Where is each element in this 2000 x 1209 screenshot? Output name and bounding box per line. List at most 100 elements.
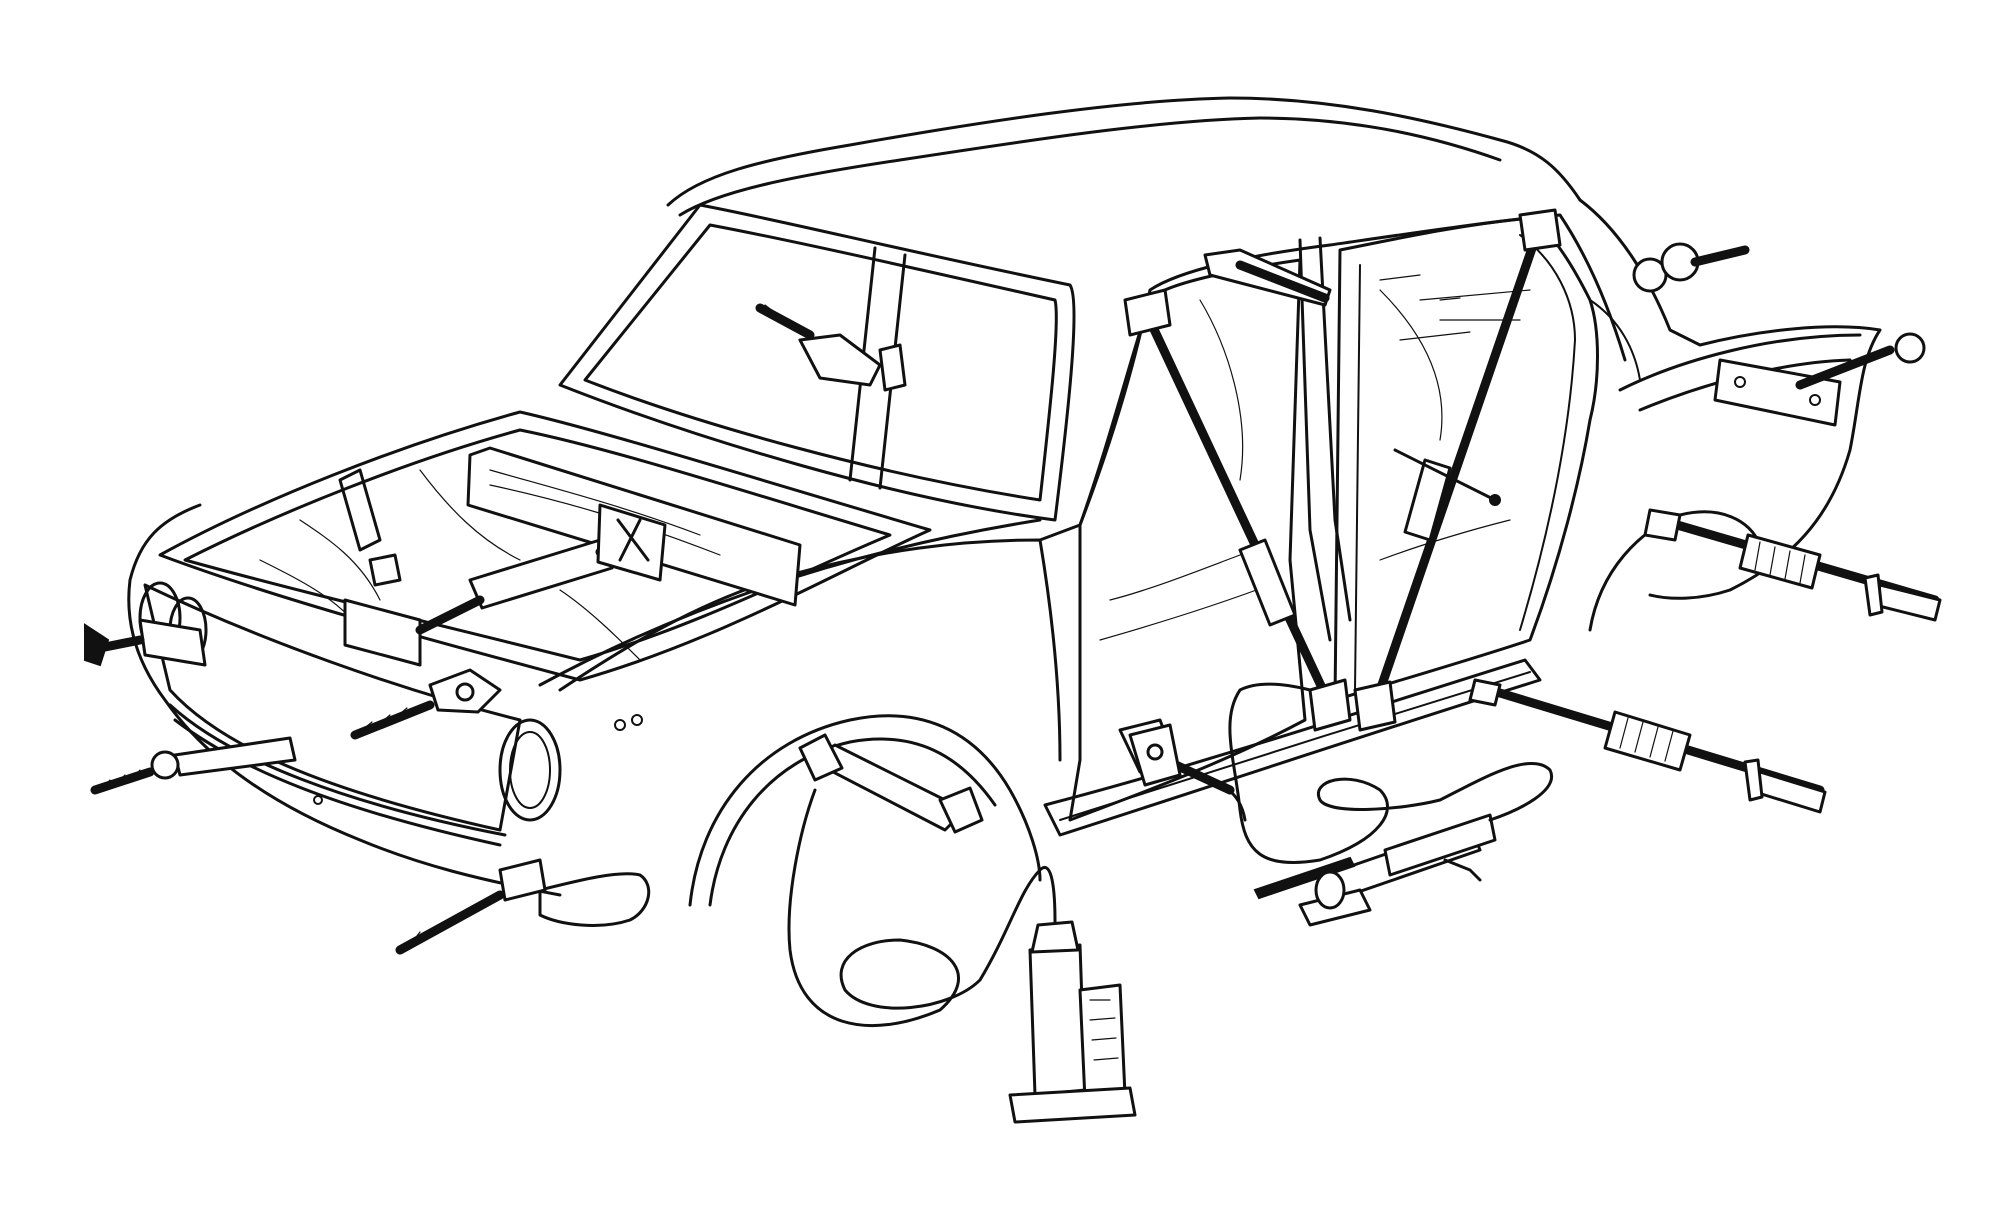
fender-hole-1 [614,719,626,731]
rear-quarter-panel [1578,198,1882,600]
hydraulic-ram-wheel-arch [798,733,984,834]
ram-right-diagonal [1370,220,1545,710]
hydraulic-rams-door-frame [1123,208,1562,732]
engine-bay-ram-body [468,538,614,610]
slide-hammer-rear-weight [1738,533,1822,590]
slide-hammer-rear-stop [1863,573,1884,617]
bottle-jack-pump [1008,920,1137,1124]
hand-pump-reservoir [1383,813,1497,877]
chain-links-bumper [409,904,475,946]
windshield-frame [558,203,1076,522]
front-lower-valance [168,703,507,847]
trunk-plate-hole-1 [1734,376,1746,388]
clamp-bracket-bumper [498,858,547,902]
beam-clamp-bolt [616,518,650,562]
ram-right-bottom-plate [1353,680,1397,732]
beam-end-block [343,598,422,667]
rocker-sill-line [1059,671,1531,821]
chain-links-windshield [764,304,794,326]
car-body-shell [127,96,1882,927]
chain-clamp-roof [1203,248,1332,307]
chain-clamp-trunk [1713,332,1926,427]
slide-hammer-rear [1643,508,1942,622]
interior-roof-lines [1379,274,1471,341]
clamp-bolt-grille [455,682,475,702]
rocker-sill [1043,658,1542,837]
slide-hammer-sill-knurl [1619,717,1674,762]
b-pillar [1298,236,1352,642]
ram-end-cap-left [798,733,844,782]
hose-to-sill-bracket [1178,768,1247,822]
chain-links-front-lower [99,769,141,791]
hand-pump-handle [1253,856,1356,900]
front-wheel-arch-inner [708,737,997,907]
bottle-jack-hatching [1089,999,1119,1061]
front-body-outline [127,503,562,897]
chain-clamp-windshield [755,303,907,392]
bottle-jack-side [1078,983,1127,1102]
front-door-opening [1068,258,1307,822]
roof-outline [666,96,1582,207]
hydraulic-pumps [787,682,1554,1124]
chain-clamp-front-lower [90,736,297,795]
ram-left-bottom-plate [1308,678,1352,732]
bottle-jack-base [1008,1086,1137,1124]
headlight-right [498,718,562,822]
slide-hammer-sill-hook [1468,678,1502,707]
clamp-eye-front-lower [150,750,180,780]
ram-end-cap-right [938,786,984,834]
chain-front-lower [90,767,155,795]
hose-pump-to-rams [1228,682,1554,865]
rear-door-inner [1354,234,1576,691]
clamp-bracket-grille [428,668,502,714]
chain-rear-roof [1690,245,1750,267]
slide-hammer-sill [1468,678,1827,814]
engine-bay-bracket [338,468,402,587]
clamp-bracket-windshield [798,333,882,387]
chain-grille [350,700,435,740]
front-fender [558,538,1062,762]
front-bumper-corner [538,872,651,927]
engine-bay-beam [343,446,802,667]
interior-floor-lines [1099,519,1511,641]
cross-brace-end [1489,494,1501,506]
clamp-eye-trunk [1894,332,1926,364]
clamp-plate-trunk [1713,358,1842,427]
rear-quarter-window-line [1589,299,1641,381]
cross-brace-rod [1393,448,1497,502]
hand-pump-foot [1443,858,1482,882]
wooden-beam-grain [489,469,721,556]
headlight-right-inner [509,731,551,809]
clamp-plate-front-left [138,618,207,667]
sill-bracket [1128,723,1182,787]
sill-bracket-plate [1128,723,1182,787]
front-grille-panel [143,583,522,832]
ram-left-cylinder [1238,538,1297,627]
chain-clamp-front-left [84,618,207,667]
chain-clamp-grille [350,668,502,740]
slide-hammer-sill-weight [1603,710,1692,772]
slide-hammer-sill-stop [1743,758,1764,802]
ram-left-diagonal [1140,305,1335,710]
hand-pump [1253,813,1497,927]
slide-hammers [1468,508,1942,814]
slide-hammer-rear-knurl [1754,541,1806,584]
hand-pump-end [1314,870,1346,910]
fender-hole-2 [631,714,643,726]
chain-clamps [84,242,1926,955]
ram-right-cylinder [1403,458,1452,542]
clamp-block-windshield [878,343,907,392]
chain-trunk [1795,345,1895,390]
windshield-glass [583,223,1058,502]
ram-right-top-plate [1518,208,1562,252]
chain-roof [1235,260,1330,303]
chain-clamp-bumper [395,858,547,955]
chain-end-front-left [84,623,110,667]
chain-links-grille [359,707,408,733]
chain-clamp-rear-roof [1632,242,1750,293]
body-side-beltline [1038,213,1627,542]
sill-bracket-bolt [1146,743,1164,761]
hood-opening [158,410,932,682]
